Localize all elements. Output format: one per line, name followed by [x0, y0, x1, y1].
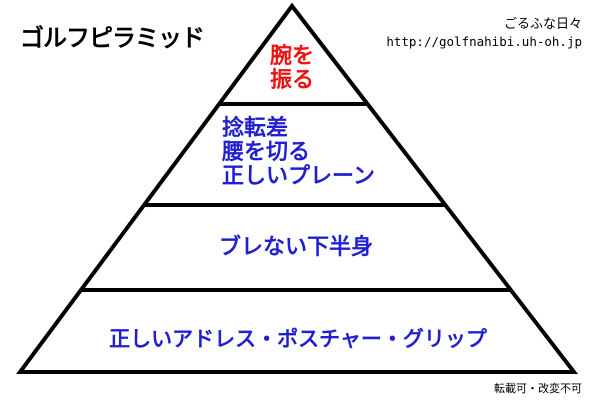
tier-3: ブレない下半身	[100, 236, 492, 260]
tier-1: 腕を 振る	[240, 45, 344, 93]
tier-2-line: 正しいプレーン	[222, 164, 375, 189]
tier-2: 捻転差 腰を切る 正しいプレーン	[222, 117, 412, 189]
site-info: ごるふな日々 http://golfnahibi.uh-oh.jp	[386, 16, 582, 50]
copyright-note: 転載可・改変不可	[494, 382, 582, 395]
tier-2-line: 捻転差	[222, 116, 289, 141]
tier-2-line: 腰を切る	[222, 140, 311, 165]
page-title: ゴルフピラミッド	[20, 24, 205, 52]
tier-3-line: ブレない下半身	[218, 235, 373, 260]
site-url: http://golfnahibi.uh-oh.jp	[386, 34, 582, 49]
tier-4-line: 正しいアドレス・ポスチャー・グリップ	[109, 327, 487, 351]
site-name: ごるふな日々	[503, 17, 582, 32]
tier-4: 正しいアドレス・ポスチャー・グリップ	[40, 327, 556, 351]
tier-1-line: 腕を	[269, 44, 314, 69]
pyramid-outline	[16, 2, 579, 374]
tier-1-line: 振る	[269, 68, 314, 93]
